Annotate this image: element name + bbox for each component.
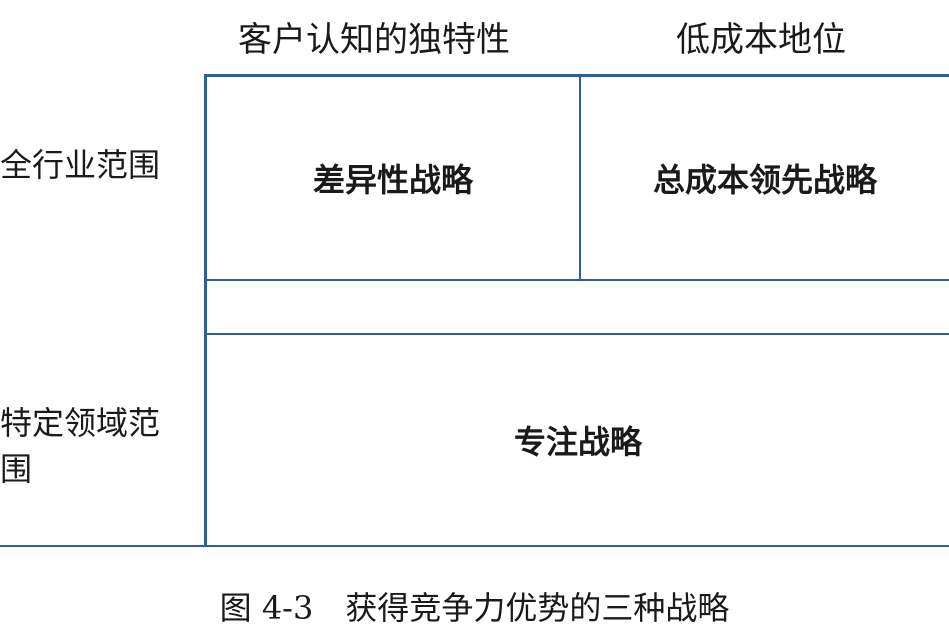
- row-header-industry-wide: 全行业范围: [0, 146, 161, 184]
- figure-caption: 图 4-3 获得竞争力优势的三种战略: [219, 589, 730, 627]
- grid-line-left: [204, 74, 207, 547]
- cell-cost-leadership-strategy: 总成本领先战略: [652, 161, 877, 199]
- grid-line-middle: [579, 74, 581, 281]
- column-header-low-cost: 低成本地位: [676, 20, 846, 60]
- row-header-segment: 特定领域范围: [0, 404, 161, 488]
- cell-focus-strategy: 专注战略: [513, 423, 642, 461]
- grid-line-row1: [205, 279, 949, 281]
- cell-differentiation-strategy: 差异性战略: [312, 161, 473, 199]
- grid-line-bottom: [0, 545, 949, 547]
- grid-line-row2: [205, 333, 949, 335]
- grid-line-top: [205, 74, 949, 77]
- column-header-uniqueness: 客户认知的独特性: [238, 20, 510, 60]
